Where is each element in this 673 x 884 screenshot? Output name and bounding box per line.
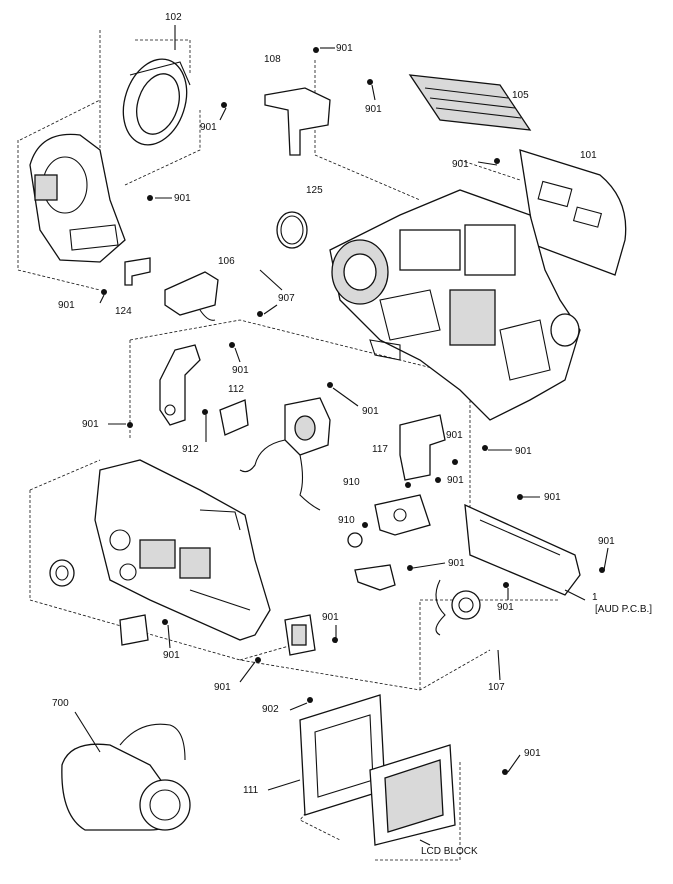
label-1: 1	[592, 592, 598, 603]
label-901: 901	[515, 446, 532, 457]
label-901: 901	[336, 43, 353, 54]
part-910-assembly	[347, 494, 431, 591]
label-912: 912	[182, 444, 199, 455]
label-901: 901	[232, 365, 249, 376]
label-105: 105	[512, 90, 529, 101]
label-901: 901	[446, 430, 463, 441]
label-901: 901	[362, 406, 379, 417]
screw-markers	[101, 47, 605, 775]
part-round-cap	[49, 559, 75, 587]
part-main-mechanism	[329, 189, 581, 421]
label-902: 902	[262, 704, 279, 715]
part-112-plate	[219, 399, 249, 436]
label-901: 901	[322, 612, 339, 623]
label-901: 901	[524, 748, 541, 759]
label-901: 901	[544, 492, 561, 503]
leader-lines	[74, 25, 609, 846]
part-102-lens-ring	[122, 58, 191, 146]
label-901: 901	[174, 193, 191, 204]
part-front-cabinet	[29, 133, 126, 263]
label-125: 125	[306, 185, 323, 196]
label-901: 901	[58, 300, 75, 311]
part-105-grille	[408, 74, 532, 131]
part-1-aud-pcb	[464, 503, 581, 596]
part-125-oring	[276, 211, 308, 249]
part-connector	[284, 614, 316, 656]
part-lcd-block	[369, 744, 456, 846]
label-108: 108	[264, 54, 281, 65]
label-901: 901	[447, 475, 464, 486]
label-901: 901	[214, 682, 231, 693]
label-910-b: 910	[338, 515, 355, 526]
part-left-bracket	[159, 344, 201, 426]
label-106: 106	[218, 256, 235, 267]
label-901: 901	[448, 558, 465, 569]
label-aud-pcb: [AUD P.C.B.]	[595, 604, 652, 615]
part-rear-cabinet	[94, 459, 271, 641]
label-901: 901	[365, 104, 382, 115]
label-901: 901	[200, 122, 217, 133]
label-700: 700	[52, 698, 69, 709]
label-107: 107	[488, 682, 505, 693]
label-117: 117	[372, 444, 388, 455]
label-901: 901	[82, 419, 99, 430]
label-lcd-block: LCD BLOCK	[421, 846, 478, 857]
label-901: 901	[163, 650, 180, 661]
label-124: 124	[115, 306, 132, 317]
label-910-a: 910	[343, 477, 360, 488]
part-flex-disc	[435, 579, 481, 636]
part-motor-harness	[239, 397, 331, 511]
label-111: 111	[243, 785, 259, 796]
part-108-bracket	[264, 87, 331, 156]
part-labels: 102 108 105 101 125 106 124 907 112 912 …	[52, 12, 652, 857]
label-901: 901	[452, 159, 469, 170]
part-106-cover	[164, 271, 219, 321]
label-101: 101	[580, 150, 597, 161]
part-117-bracket	[399, 414, 446, 481]
part-small-square	[119, 614, 149, 646]
part-700-viewfinder	[61, 723, 191, 831]
label-901: 901	[598, 536, 615, 547]
label-112: 112	[228, 384, 244, 395]
label-901: 901	[497, 602, 514, 613]
label-907: 907	[278, 293, 295, 304]
label-102: 102	[165, 12, 182, 23]
part-124-bracket	[124, 257, 151, 286]
part-101-side-panel	[519, 149, 627, 276]
